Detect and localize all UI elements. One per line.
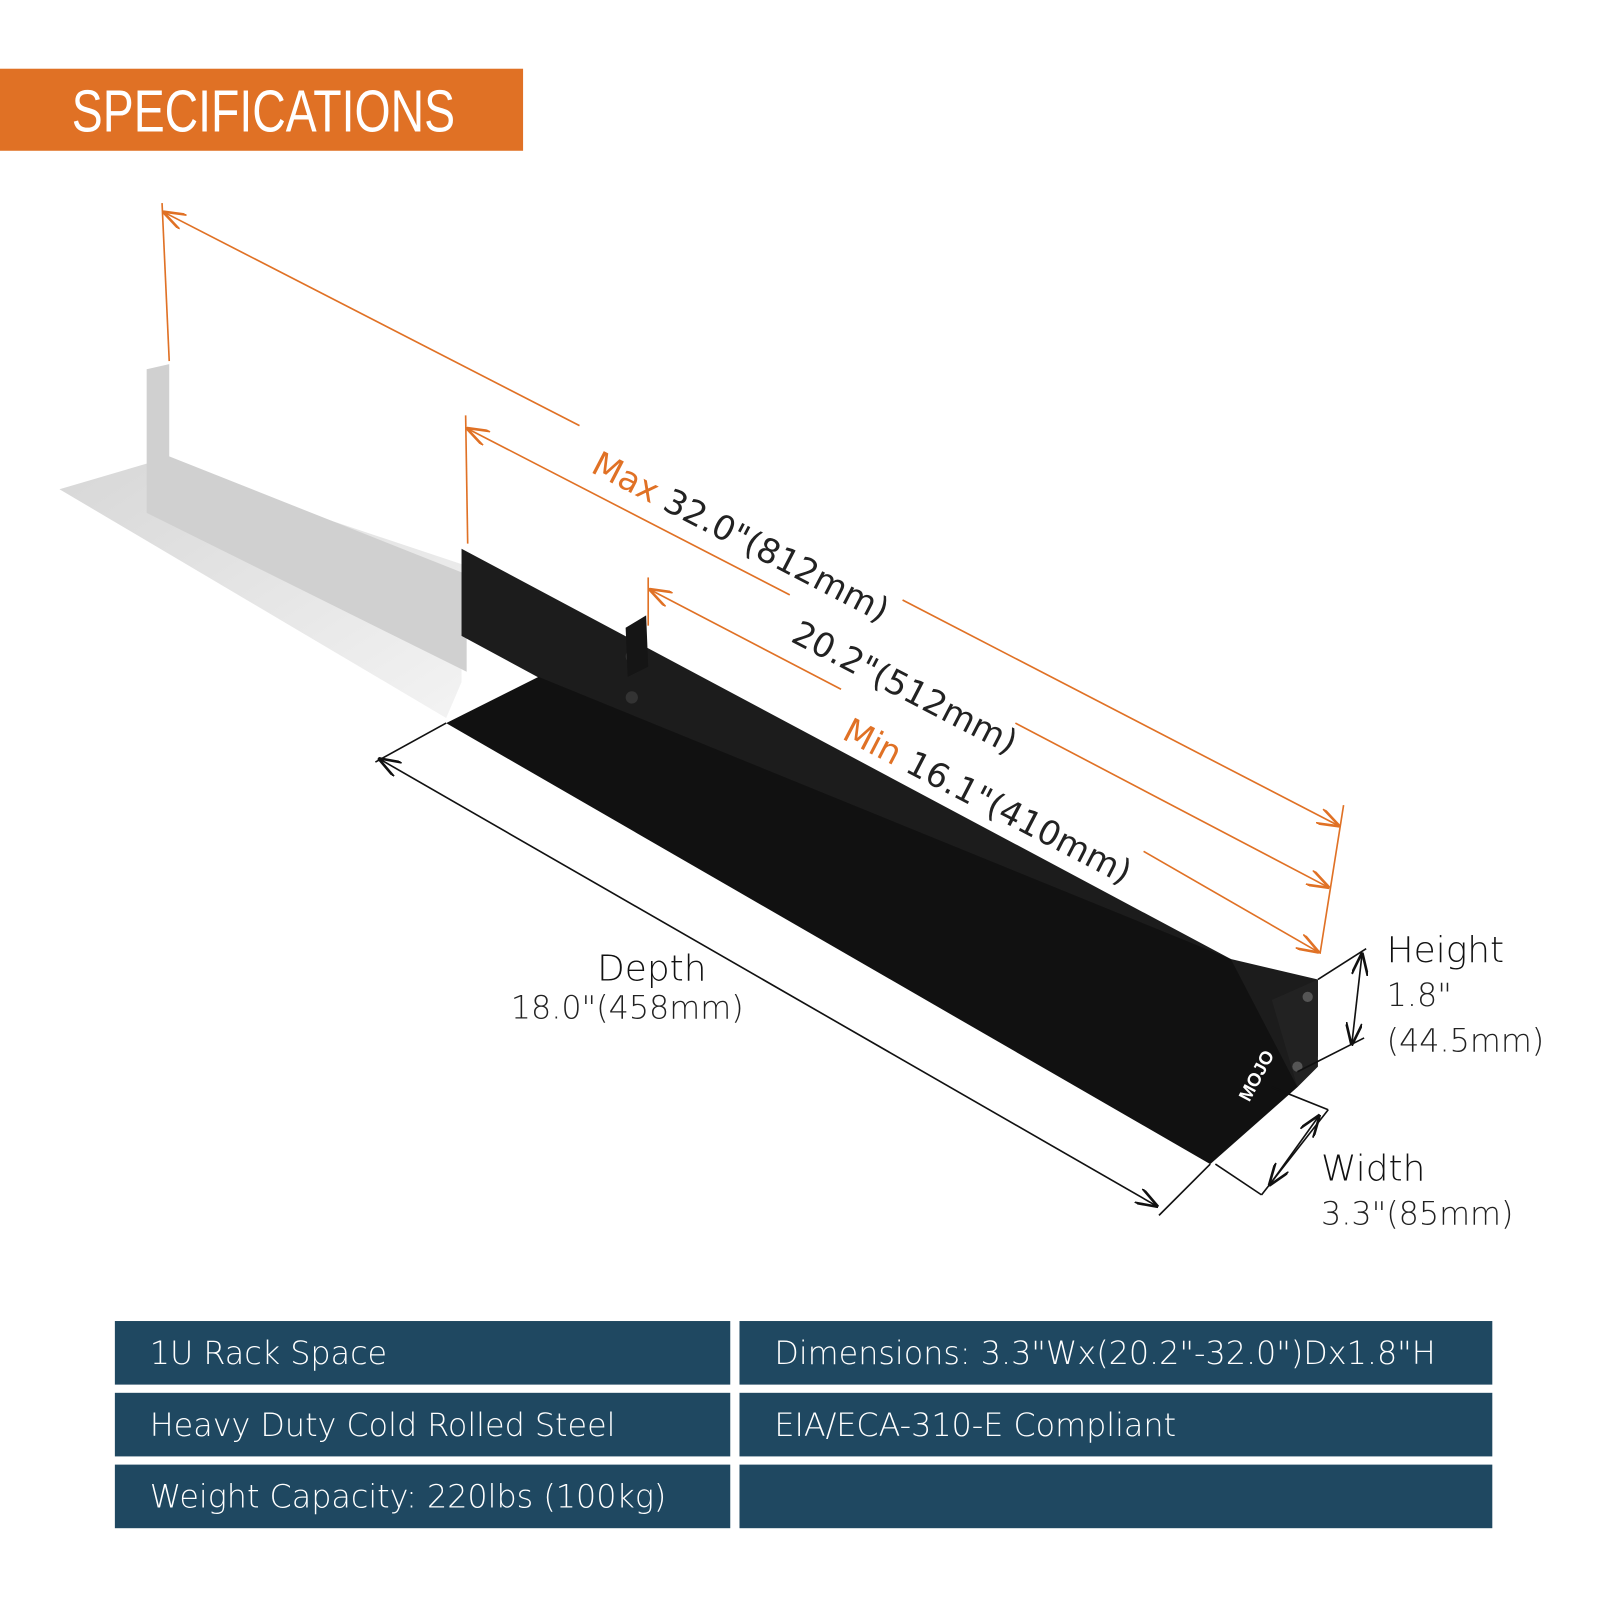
height-value-in: 1.8" (1386, 977, 1452, 1015)
spec-cell: Heavy Duty Cold Rolled Steel (114, 1392, 731, 1457)
depth-label: Depth 18.0"(458mm) (511, 949, 744, 1027)
width-title: Width (1321, 1148, 1426, 1190)
spec-cell: 1U Rack Space (114, 1321, 731, 1385)
main-rail (446, 548, 1318, 1165)
spec-cell: Weight Capacity: 220lbs (100kg) (114, 1464, 731, 1529)
width-value: 3.3"(85mm) (1321, 1195, 1514, 1233)
banner-title: SPECIFICATIONS (71, 77, 456, 145)
width-label: Width 3.3"(85mm) (1321, 1147, 1513, 1237)
height-value-mm: (44.5mm) (1386, 1022, 1545, 1060)
spec-cell: EIA/ECA-310-E Compliant (739, 1392, 1493, 1457)
spec-cell: Dimensions: 3.3"Wx(20.2"-32.0")Dx1.8"H (739, 1321, 1493, 1385)
depth-value: 18.0"(458mm) (510, 989, 744, 1027)
spec-cell-empty (739, 1464, 1493, 1529)
depth-title: Depth (597, 948, 707, 990)
orange-dimension-lines (162, 203, 1345, 954)
height-title: Height (1386, 930, 1505, 972)
specifications-banner: SPECIFICATIONS (0, 68, 524, 151)
extension-rail (59, 364, 467, 718)
height-label: Height 1.8" (44.5mm) (1387, 928, 1545, 1063)
spec-table: 1U Rack Space Dimensions: 3.3"Wx(20.2"-3… (114, 1321, 1493, 1529)
black-dimension-lines (375, 722, 1366, 1216)
